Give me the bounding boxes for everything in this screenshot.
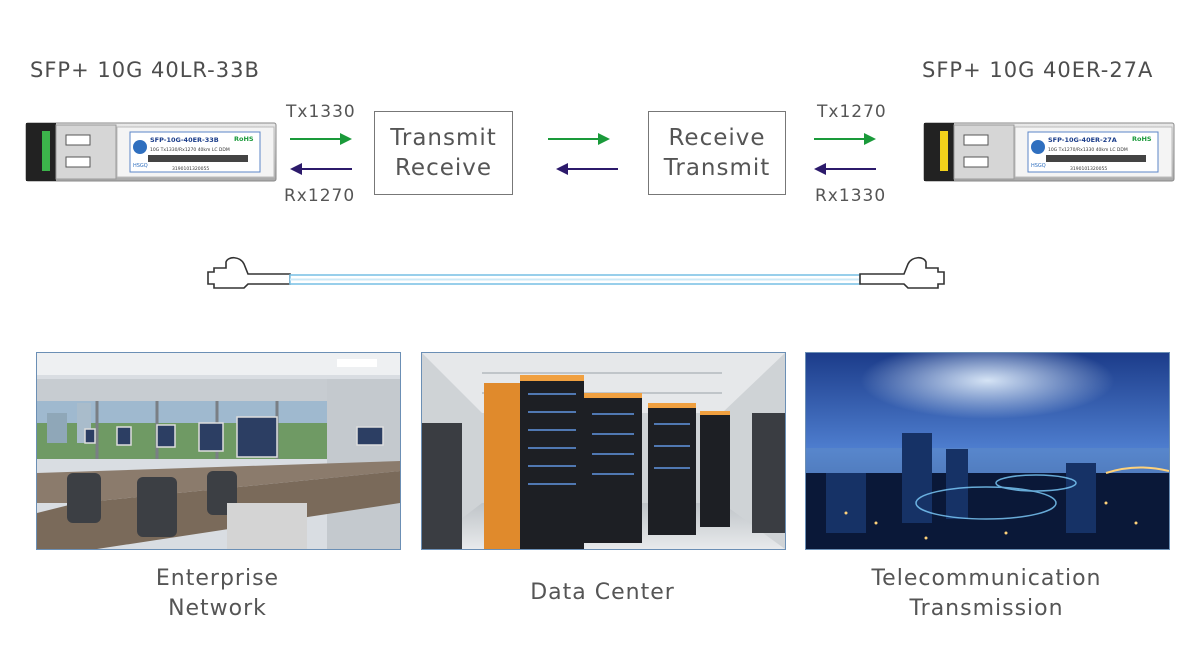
enterprise-network-caption: Enterprise Network: [36, 564, 399, 624]
fiber-cable: [207, 256, 945, 289]
telecom-caption-line1: Telecommunication: [871, 566, 1102, 591]
left-tx-wavelength: Tx1330: [286, 102, 356, 122]
right-sfp-brand: HSGQ: [1031, 163, 1046, 169]
right-transceiver-box: Receive Transmit: [648, 111, 786, 195]
right-module-title: SFP+ 10G 40ER-27A: [922, 58, 1154, 82]
left-sfp-rohs: RoHS: [234, 135, 254, 143]
telecommunication-photo: [805, 352, 1170, 550]
right-box-line1: Receive: [668, 125, 766, 151]
left-sfp-serial: 3190101320055: [172, 166, 209, 172]
telecom-caption-line2: Transmission: [909, 596, 1064, 621]
left-sfp-latch: [42, 131, 50, 171]
right-sfp-part-number: SFP-10G-40ER-27A: [1048, 136, 1117, 144]
enterprise-caption-line1: Enterprise: [155, 566, 280, 591]
enterprise-caption-line2: Network: [168, 596, 267, 621]
left-sfp-brand: HSGQ: [133, 163, 148, 169]
left-sfp-module: SFP-10G-40ER-33B RoHS 10G Tx1330/Rx1270 …: [25, 122, 277, 182]
left-transceiver-box: Transmit Receive: [374, 111, 513, 195]
enterprise-network-photo: [36, 352, 401, 550]
left-rx-wavelength: Rx1270: [284, 186, 356, 206]
data-center-caption-line1: Data Center: [530, 580, 675, 605]
right-sfp-latch: [940, 131, 948, 171]
right-rx-wavelength: Rx1330: [815, 186, 887, 206]
right-box-line2: Transmit: [663, 155, 771, 181]
right-sfp-rohs: RoHS: [1132, 135, 1152, 143]
left-module-title: SFP+ 10G 40LR-33B: [30, 58, 260, 82]
left-sfp-connector: [26, 123, 56, 181]
right-lc-connector: [859, 256, 945, 289]
telecommunication-caption: Telecommunication Transmission: [805, 564, 1168, 624]
orange-rack-door: [484, 383, 520, 549]
right-sfp-spec: 10G Tx1270/Rx1330 40km LC DDM: [1048, 147, 1128, 153]
left-lc-connector: [207, 256, 291, 289]
left-box-line2: Receive: [394, 155, 493, 181]
left-sfp-spec: 10G Tx1330/Rx1270 40km LC DDM: [150, 147, 230, 153]
right-tx-wavelength: Tx1270: [817, 102, 887, 122]
left-box-line1: Transmit: [390, 125, 497, 151]
data-center-photo: [421, 352, 786, 550]
right-sfp-module: SFP-10G-40ER-27A RoHS 10G Tx1270/Rx1330 …: [923, 122, 1175, 182]
right-sfp-connector: [924, 123, 954, 181]
data-center-caption: Data Center: [421, 578, 784, 608]
left-sfp-part-number: SFP-10G-40ER-33B: [150, 136, 219, 144]
right-sfp-serial: 3190101320055: [1070, 166, 1107, 172]
